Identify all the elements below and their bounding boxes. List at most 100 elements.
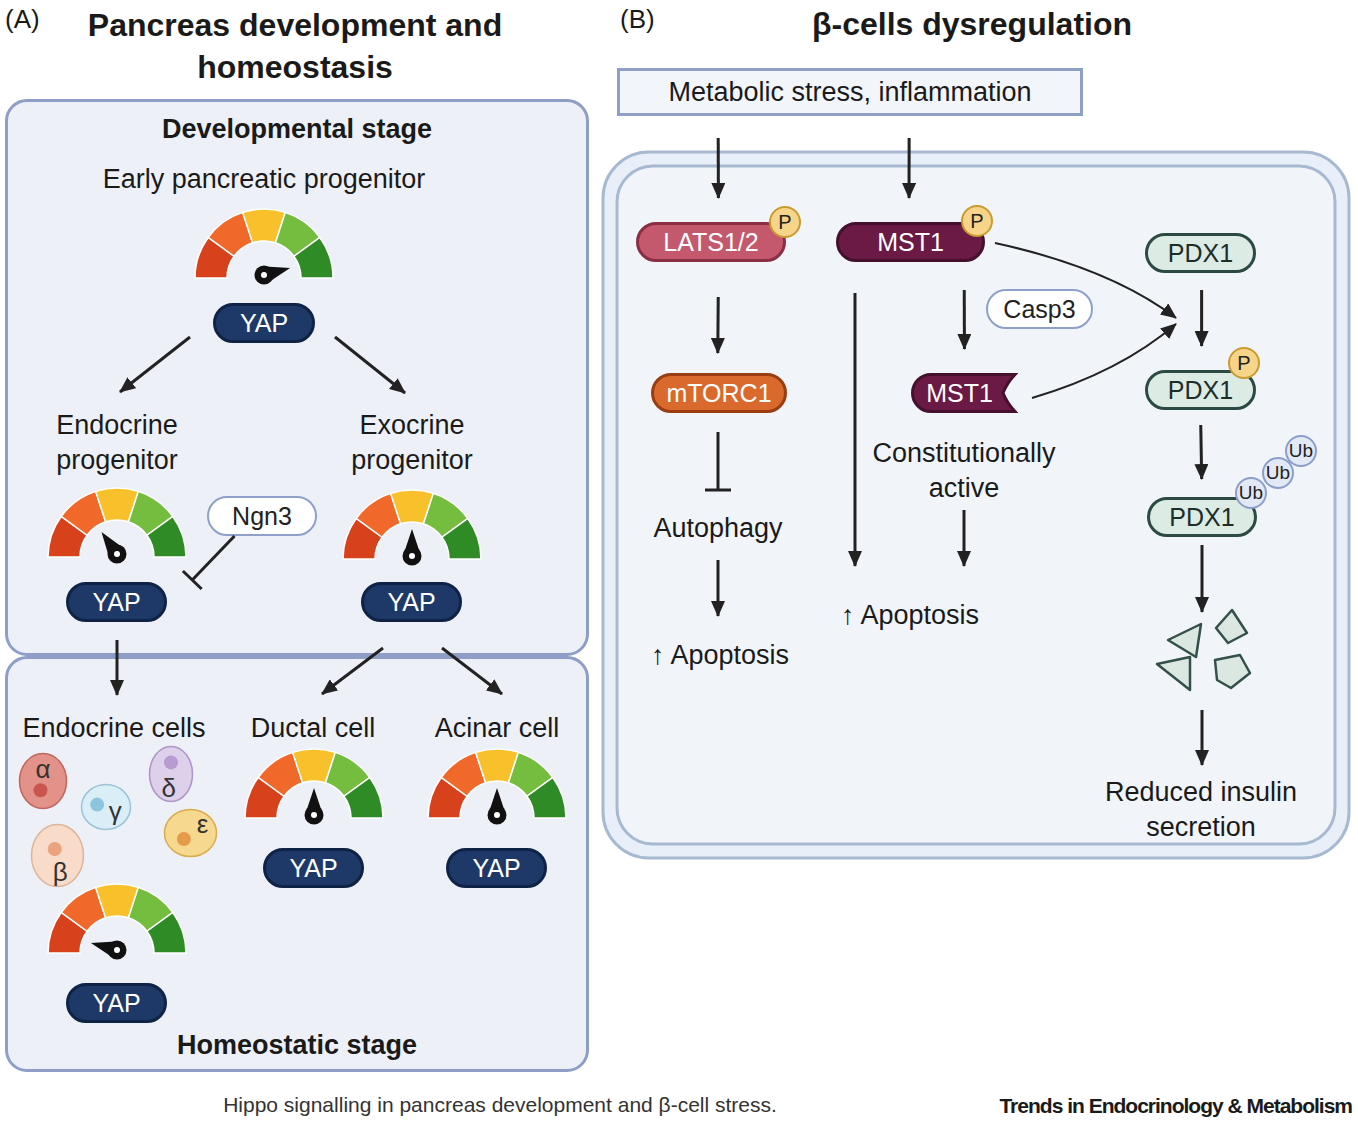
ubiquitin-badge: Ub <box>1262 457 1294 489</box>
gauge-segment <box>527 777 566 818</box>
node-text: Developmental stage <box>8 114 586 145</box>
edge-connector <box>909 138 910 198</box>
edge-line <box>1200 290 1203 346</box>
gauge-segment <box>96 884 139 918</box>
gauge-segment <box>293 749 336 783</box>
node-text: δ <box>161 775 175 801</box>
node-text: YAP <box>472 854 520 883</box>
yap-pill: YAP <box>213 303 315 343</box>
gauge-segment <box>476 749 519 783</box>
edge-connector <box>1201 290 1202 346</box>
node-text: Metabolic stress, inflammation <box>668 77 1031 108</box>
fragment <box>1168 624 1201 657</box>
gauge-needle <box>262 266 290 283</box>
flow-arrow <box>335 337 405 393</box>
gauge-segment <box>391 490 434 524</box>
gauge-hub-dot <box>261 272 267 278</box>
gauge-segment <box>128 887 172 931</box>
text-label: Endocrine progenitor <box>17 408 217 478</box>
gauge-segment <box>344 777 383 818</box>
gauge-icon <box>48 488 186 563</box>
protein-pill: LATS1/2 <box>636 222 786 262</box>
fragment <box>1157 657 1190 690</box>
text-label: Endocrine cells <box>0 711 229 745</box>
gauge-segment <box>294 237 333 278</box>
node-text: Ub <box>1289 440 1313 462</box>
gauge-hub <box>255 266 274 285</box>
node-text: YAP <box>289 854 337 883</box>
gauge-segment <box>243 209 286 243</box>
gauge-segment <box>208 212 252 256</box>
text-label: β-cells dysregulation <box>712 4 1232 44</box>
node-text: YAP <box>387 588 435 617</box>
node-text: Ngn3 <box>232 502 292 531</box>
gauge-icon <box>343 490 481 565</box>
cell-nucleus <box>48 842 62 856</box>
gauge-hub-dot <box>409 553 415 559</box>
phospho-badge: P <box>769 206 801 238</box>
gauge-hub <box>108 941 127 960</box>
cleaved-outline <box>913 375 1016 412</box>
text-label: Constitutionally active <box>849 436 1079 506</box>
cell-membrane-outer <box>603 152 1349 858</box>
node-text: YAP <box>92 588 140 617</box>
gauge-icon <box>195 209 333 284</box>
flow-arrow <box>963 510 966 566</box>
inhibition-line <box>717 432 720 490</box>
node-text: Homeostatic stage <box>8 1030 586 1061</box>
cell-body <box>165 810 217 857</box>
edge-line <box>1199 425 1203 479</box>
flow-arrow <box>116 640 119 695</box>
gauge-segment <box>61 887 105 931</box>
node-text: PDX1 <box>1168 376 1233 405</box>
gauge-segment <box>508 752 552 796</box>
flow-arrow <box>1201 545 1204 612</box>
protein-pill: PDX1 <box>1145 233 1256 273</box>
gauge-hub-dot <box>494 812 500 818</box>
node-text: β <box>53 859 68 885</box>
fragment <box>1215 655 1250 688</box>
gauge-segment <box>441 752 485 796</box>
cell-nucleus <box>164 755 178 769</box>
factor-pill: Casp3 <box>986 289 1093 329</box>
layout-arrows <box>117 243 1202 765</box>
node-text: MST1 <box>926 379 993 408</box>
edge-line <box>717 138 720 198</box>
gauge-segment <box>245 777 284 818</box>
cell-body <box>82 785 131 830</box>
gauge-needle <box>102 532 125 559</box>
gauge-segment <box>356 493 400 537</box>
gauge-hub <box>488 806 507 825</box>
phospho-badge: P <box>961 205 993 237</box>
gauge-hub-dot <box>311 812 317 818</box>
gauge-segment <box>147 516 186 557</box>
node-text: Ub <box>1266 462 1290 484</box>
yap-pill: YAP <box>66 983 167 1023</box>
gauge-hub-dot <box>114 551 120 557</box>
edge-connector <box>964 290 965 349</box>
gauge-icon <box>428 749 566 824</box>
edge-connector <box>717 297 718 353</box>
gauge-icon <box>245 749 383 824</box>
figure-caption: Hippo signalling in pancreas development… <box>120 1092 880 1118</box>
cell-nucleus <box>90 798 104 812</box>
edge-line <box>192 536 234 580</box>
gauge-segment <box>325 752 369 796</box>
node-text: MST1 <box>877 228 944 257</box>
cell-shape <box>163 808 218 858</box>
edge-line <box>716 297 719 353</box>
gauge-hub <box>108 545 127 564</box>
protein-pill: mTORC1 <box>651 373 787 413</box>
gauge-segment <box>442 518 481 559</box>
yap-pill: YAP <box>66 582 167 622</box>
gauge-hub <box>403 547 422 566</box>
text-label: Early pancreatic progenitor <box>54 162 474 196</box>
node-text: ε <box>197 811 209 837</box>
text-label: (B) <box>620 3 680 36</box>
cell-nucleus <box>34 783 48 797</box>
endocrine-cell: γ <box>80 783 132 831</box>
text-label: Autophagy <box>608 511 828 545</box>
node-text: YAP <box>92 989 140 1018</box>
text-label: Acinar cell <box>397 711 597 745</box>
